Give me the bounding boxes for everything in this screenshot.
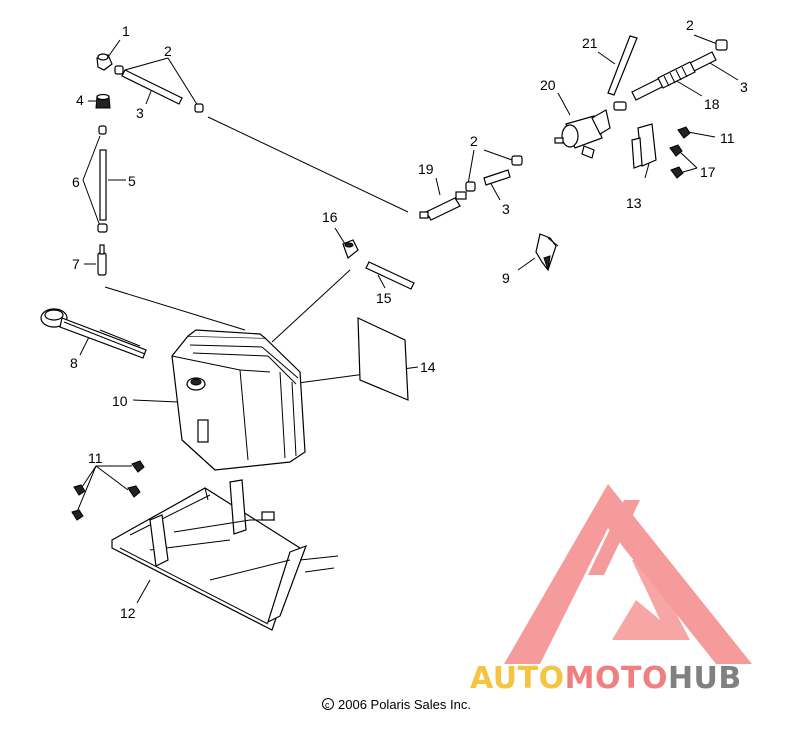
watermark-text-moto: MOTO	[565, 661, 668, 696]
bracket-part-13	[631, 123, 657, 169]
bolt-icon	[669, 144, 683, 157]
callout-label: 9	[502, 270, 510, 286]
callout-label: 11	[88, 450, 103, 466]
callout-label: 12	[120, 605, 136, 621]
bolt-icon	[127, 485, 141, 498]
bolt-icon	[71, 509, 84, 521]
callout-label: 21	[582, 35, 598, 51]
callout-label: 16	[322, 209, 338, 225]
valve-part-7	[97, 244, 107, 276]
callout-label: 18	[704, 96, 720, 112]
callout-label: 2	[686, 17, 694, 33]
callout-label: 10	[112, 393, 128, 409]
callout-label: 8	[70, 355, 78, 371]
callout-labels: 1 2 4 3 6 5 7 8 16 15 10 14 11 12 2 3 19…	[70, 17, 748, 621]
copyright-icon	[322, 698, 334, 710]
callout-label: 6	[72, 174, 80, 190]
callout-label: 15	[376, 290, 392, 306]
fuel-pump-part-20	[554, 109, 611, 159]
watermark-text: AUTOMOTOHUB	[470, 661, 742, 696]
vent-tube-part-15	[365, 261, 415, 290]
callout-label: 3	[740, 79, 748, 95]
fuel-sender-part-8	[40, 308, 147, 359]
callout-label: 20	[540, 77, 556, 93]
fuel-tank-part-10	[171, 329, 306, 471]
callout-label: 5	[128, 173, 136, 189]
cap-part-4	[95, 93, 111, 109]
callout-label: 13	[626, 195, 642, 211]
bolt-icon	[670, 166, 684, 179]
callout-label: 2	[470, 133, 478, 149]
bolt-icon	[677, 126, 691, 139]
callout-label: 3	[136, 105, 144, 121]
copyright: c 2006 Polaris Sales Inc.	[322, 697, 471, 712]
bolts-part-11-17	[669, 126, 691, 179]
clip-part-9	[535, 233, 559, 272]
svg-text:AUTOMOTOHUB: AUTOMOTOHUB	[470, 661, 742, 696]
inline-filter-part-19	[419, 191, 467, 221]
watermark-logo	[504, 484, 752, 664]
hose-part-18	[613, 39, 728, 111]
callout-label: 17	[700, 164, 716, 180]
bolts-part-11	[71, 460, 145, 521]
callout-label: 3	[502, 201, 510, 217]
callout-label: 2	[164, 43, 172, 59]
vent-fitting-part-16	[342, 239, 359, 259]
copyright-symbol: c	[325, 700, 330, 710]
watermark-text-auto: AUTO	[470, 661, 565, 696]
watermark-text-hub: HUB	[668, 661, 742, 696]
bolt-icon	[73, 484, 86, 496]
bolt-icon	[131, 460, 145, 473]
callout-label: 14	[420, 359, 436, 375]
tank-frame-part-12	[111, 479, 339, 631]
fitting-part-1	[96, 53, 113, 71]
callout-label: 1	[122, 23, 130, 39]
hose-part-3-middle	[465, 155, 523, 192]
copyright-text: 2006 Polaris Sales Inc.	[338, 697, 471, 712]
callout-label: 11	[720, 130, 735, 146]
callout-label: 4	[76, 92, 84, 108]
leader-lines	[76, 34, 739, 604]
callout-label: 19	[418, 161, 434, 177]
hose-part-3-left	[114, 65, 204, 113]
foam-pad-part-14	[357, 317, 409, 401]
rod-part-21	[607, 35, 638, 96]
vent-tube-part-5	[97, 125, 108, 233]
callout-label: 7	[72, 256, 80, 272]
